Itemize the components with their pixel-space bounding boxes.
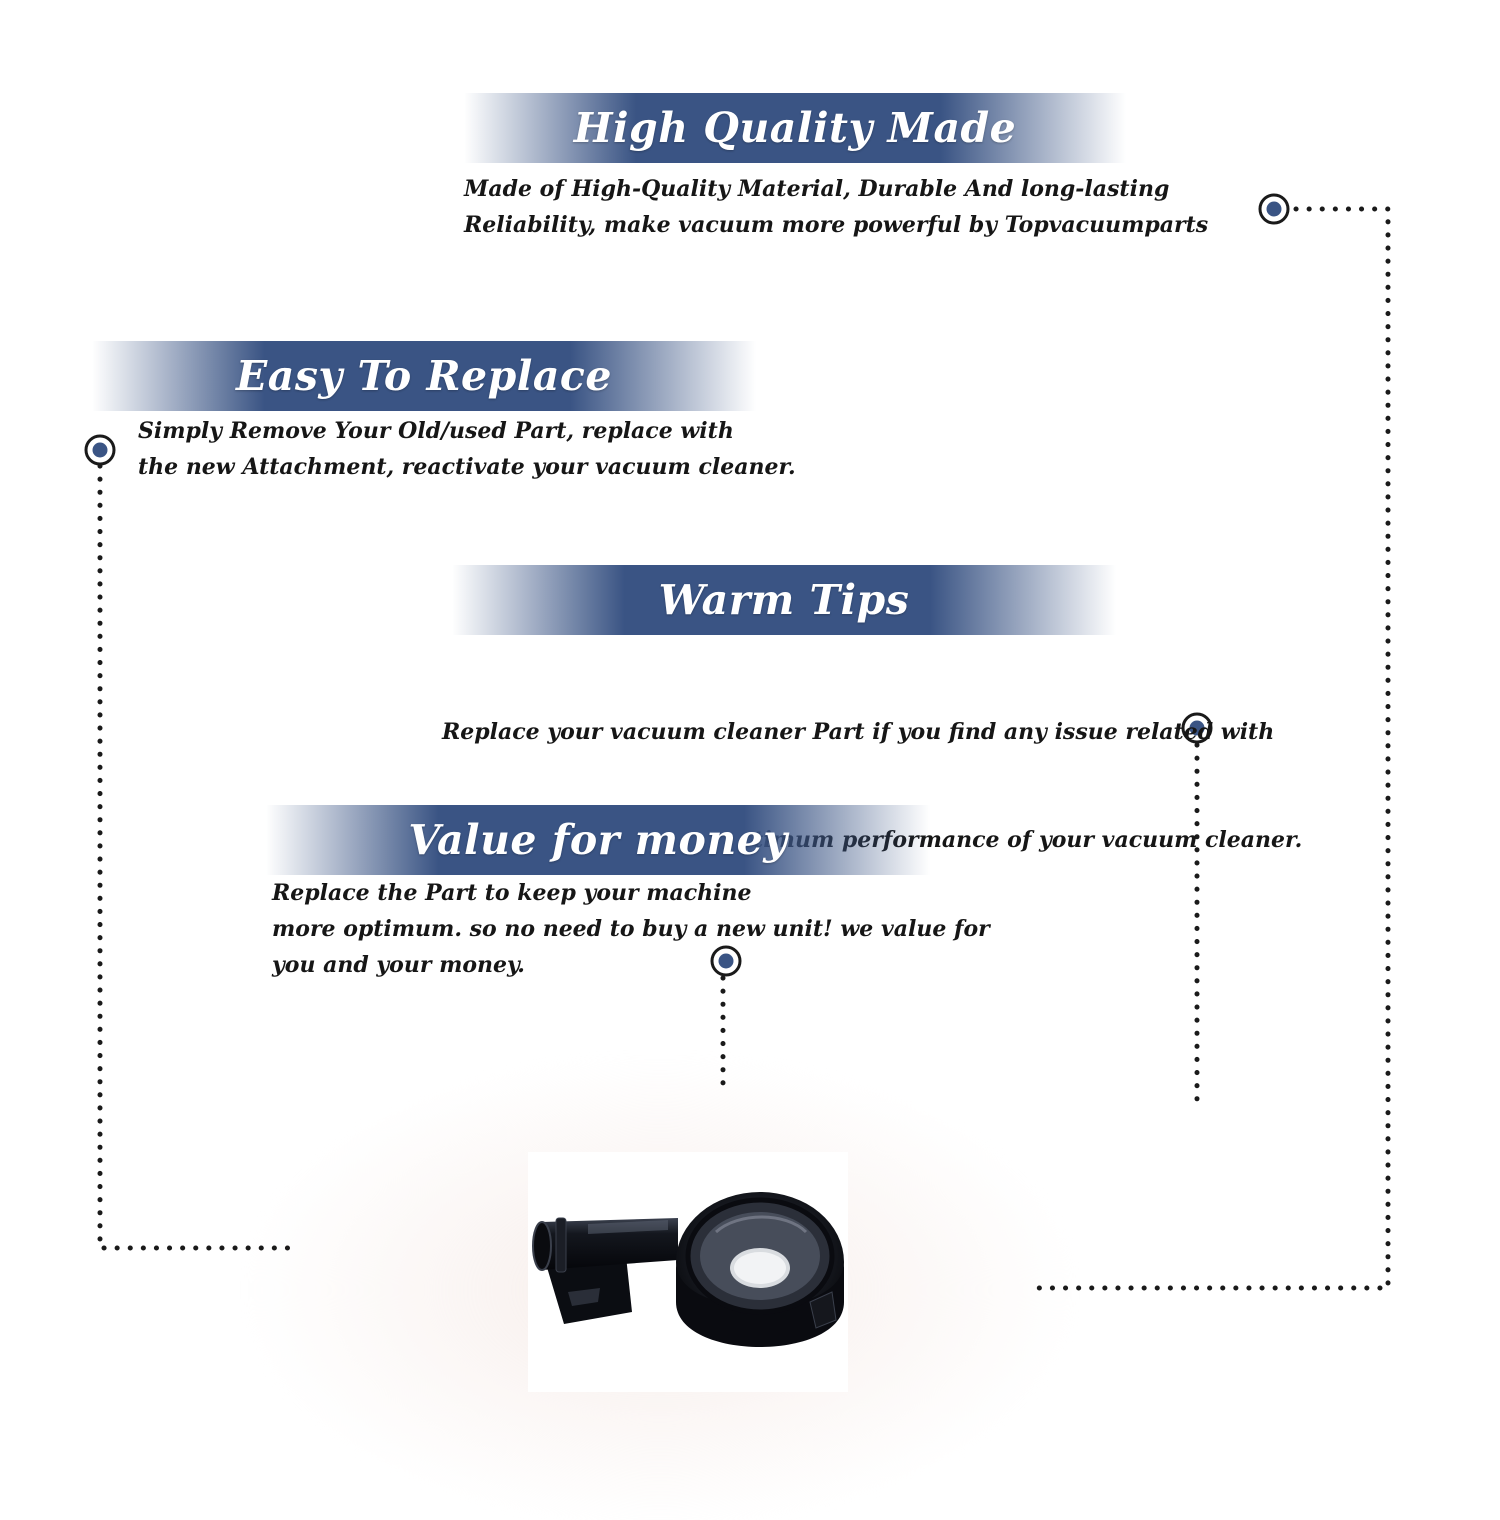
feature-title: High Quality Made [573,104,1017,152]
connector-high-quality [1032,206,1391,1291]
feature-description-easy-replace: Simply Remove Your Old/used Part, replac… [138,413,796,485]
marker-high-quality-icon [1258,193,1290,225]
feature-description-high-quality: Made of High-Quality Material, Durable A… [464,171,1208,243]
description-line: you and your money. [272,952,525,978]
banner-high-quality: High Quality Made [464,93,1126,163]
marker-easy-replace-icon [84,434,116,466]
description-line: Made of High-Quality Material, Durable A… [464,176,1170,202]
description-line: Replace the Part to keep your machine [272,880,752,906]
marker-value-money-icon [710,945,742,977]
description-line: Reliability, make vacuum more powerful b… [464,212,1209,238]
marker-warm-tips-icon [1181,712,1213,744]
banner-warm-tips: Warm Tips [452,565,1116,635]
banner-easy-replace: Easy To Replace [92,341,756,411]
feature-title: Warm Tips [658,576,910,624]
feature-title: Easy To Replace [236,352,612,400]
description-line: Simply Remove Your Old/used Part, replac… [138,418,734,444]
description-line: Replace your vacuum cleaner Part if you … [442,719,1275,745]
connector-easy-replace [97,463,299,1251]
description-line: the new Attachment, reactivate your vacu… [138,454,796,480]
banner-value-money: Value for money [266,805,930,875]
vacuum-attachment-part-icon [528,1152,848,1392]
description-line: more optimum. so no need to buy a new un… [272,916,990,942]
feature-description-value-money: Replace the Part to keep your machine mo… [272,875,990,983]
feature-title: Value for money [408,816,788,864]
